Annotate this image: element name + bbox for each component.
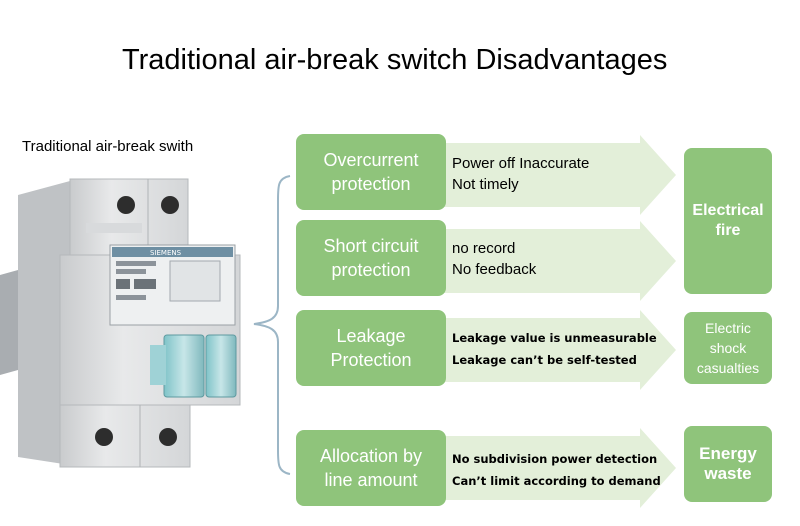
feature-leakage: Leakage Protection — [296, 310, 446, 386]
outcome-line: Energy — [699, 444, 757, 463]
feature-line: protection — [331, 174, 411, 194]
circuit-breaker-image: SIEMENS — [0, 178, 241, 468]
arrow-1 — [440, 135, 676, 215]
detail-line: Power off Inaccurate — [452, 155, 590, 172]
outcome-line: Electrical — [692, 202, 764, 219]
grouping-brace — [253, 175, 291, 475]
feature-line: line amount — [324, 470, 418, 490]
outcome-line: Electric — [705, 320, 751, 336]
feature-line: Leakage — [336, 326, 406, 346]
page-title: Traditional air-break switch Disadvantag… — [122, 44, 668, 76]
arrow-3 — [440, 310, 676, 390]
feature-allocation: Allocation by line amount — [296, 430, 446, 506]
outcome-energy-waste: Energy waste — [684, 426, 772, 502]
detail-line: Leakage can’t be self-tested — [452, 353, 637, 367]
detail-line: no record — [452, 240, 516, 257]
device-label: Traditional air-break swith — [22, 138, 194, 155]
outcome-line: shock — [709, 340, 747, 356]
arrow-2 — [440, 221, 676, 301]
outcome-line: waste — [704, 464, 752, 483]
outcome-line: casualties — [696, 360, 760, 376]
feature-overcurrent: Overcurrent protection — [296, 134, 446, 210]
detail-line: No feedback — [452, 261, 537, 278]
detail-short-circuit: no record No feedback — [452, 238, 536, 280]
arrow-4 — [440, 428, 676, 508]
feature-line: protection — [331, 260, 411, 280]
feature-line: Overcurrent — [323, 150, 419, 170]
feature-short-circuit: Short circuit protection — [296, 220, 446, 296]
outcome-line: fire — [715, 222, 741, 239]
feature-line: Protection — [330, 350, 412, 370]
feature-line: Allocation by — [319, 446, 423, 466]
detail-leakage: Leakage value is unmeasurable Leakage ca… — [452, 327, 657, 371]
detail-overcurrent: Power off Inaccurate Not timely — [452, 153, 589, 195]
detail-line: Not timely — [452, 176, 519, 193]
detail-line: No subdivision power detection — [452, 452, 658, 466]
feature-line: Short circuit — [323, 236, 419, 256]
outcome-electric-shock: Electric shock casualties — [684, 312, 772, 384]
detail-allocation: No subdivision power detection Can’t lim… — [452, 448, 661, 492]
detail-line: Leakage value is unmeasurable — [452, 331, 657, 345]
detail-line: Can’t limit according to demand — [452, 474, 661, 488]
brand-text: SIEMENS — [150, 249, 182, 257]
outcome-electrical-fire: Electrical fire — [684, 148, 772, 294]
